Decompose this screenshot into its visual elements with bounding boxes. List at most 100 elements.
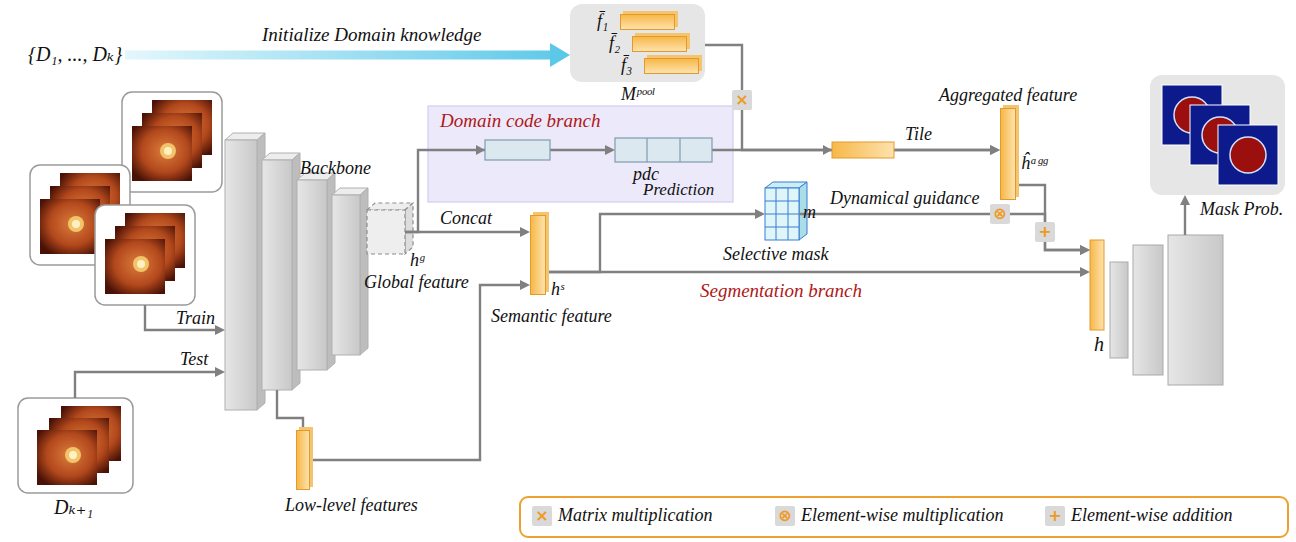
connector-line bbox=[405, 150, 606, 232]
backbone-blocks bbox=[225, 140, 257, 410]
caption-label: Backbone bbox=[300, 158, 371, 179]
symbol-label: m bbox=[803, 202, 816, 223]
math-label: {D₁, ..., Dₖ} bbox=[28, 43, 122, 66]
mask-panel bbox=[1150, 75, 1285, 195]
caption-label: Selective mask bbox=[723, 244, 828, 265]
prediction-cells bbox=[615, 138, 712, 162]
prototype-bar: f̄₁ bbox=[620, 14, 675, 30]
code-vector bbox=[485, 140, 550, 160]
prototype-bar: f̄₃ bbox=[644, 58, 699, 74]
arrow-head bbox=[215, 367, 225, 377]
edge-label: Concat bbox=[440, 208, 492, 229]
backbone-blocks bbox=[332, 195, 360, 355]
training-stack bbox=[95, 205, 195, 305]
caption-label: Aggregated feature bbox=[939, 85, 1077, 106]
backbone: Backbone hᵍGlobal feature bbox=[225, 140, 410, 410]
prototype-label: f̄₃ bbox=[621, 55, 632, 76]
domain-code-panel: Domain code branch pdcPrediction bbox=[428, 106, 733, 202]
train-arrow bbox=[215, 325, 225, 335]
caption-label: Low-level features bbox=[285, 495, 418, 516]
connector-line bbox=[75, 372, 216, 398]
dashed-cube bbox=[405, 203, 413, 254]
decoder-blocks bbox=[1168, 235, 1223, 385]
decoder-blocks bbox=[1110, 262, 1128, 358]
prediction-cells bbox=[679, 138, 680, 162]
arrow-head bbox=[1080, 245, 1090, 255]
training-stack bbox=[132, 126, 192, 181]
global-feature: hᵍGlobal feature bbox=[367, 210, 405, 254]
test-domain: Dₖ₊₁ bbox=[18, 398, 133, 493]
prediction-vector: pdcPrediction bbox=[615, 138, 712, 162]
backbone-blocks bbox=[360, 188, 368, 355]
math-label: Dₖ₊₁ bbox=[54, 496, 93, 519]
decoder-blocks bbox=[1090, 235, 1223, 385]
arrow-head bbox=[1080, 267, 1090, 277]
edge-label: Dynamical guidance bbox=[830, 188, 979, 209]
symbol-label: ĥᵃᵍᵍ bbox=[1021, 153, 1047, 174]
operator-symbol: + bbox=[1035, 222, 1055, 242]
legend-text: Element-wise addition bbox=[1071, 505, 1232, 526]
connector-line bbox=[405, 231, 521, 233]
test-stack bbox=[37, 430, 97, 485]
train-arrow bbox=[145, 305, 216, 330]
selective-mask: mSelective mask bbox=[765, 188, 799, 240]
decoder-blocks bbox=[1090, 240, 1104, 330]
caption-label: Prediction bbox=[643, 180, 714, 200]
symbol-label: h bbox=[1094, 333, 1104, 356]
mask-grid bbox=[765, 188, 799, 240]
memory-pool: Mᵖᵒᵒˡf̄₁f̄₂f̄₃ bbox=[570, 4, 705, 82]
annotation: Train bbox=[176, 308, 215, 329]
semantic-feature: hˢSemantic feature bbox=[530, 215, 546, 295]
init-arrow bbox=[125, 43, 570, 67]
mask-prob-panel: Mask Prob. bbox=[1150, 75, 1285, 195]
caption-label: Semantic feature bbox=[491, 306, 612, 327]
prediction-cells bbox=[646, 138, 647, 162]
training-stack bbox=[40, 199, 100, 254]
arrow-head bbox=[990, 145, 1000, 155]
arrow-head bbox=[990, 145, 1000, 155]
mask-panel bbox=[1230, 137, 1266, 173]
branch-panel bbox=[428, 106, 733, 202]
backbone-blocks bbox=[262, 160, 292, 390]
aggregated-feature: Aggregated featureĥᵃᵍᵍ bbox=[1000, 108, 1016, 200]
low-level-feature: Low-level features bbox=[296, 430, 310, 490]
weighted-vector bbox=[832, 142, 894, 158]
training-stack bbox=[122, 92, 222, 192]
arrow-head bbox=[755, 209, 765, 219]
branch-title: Domain code branch bbox=[440, 110, 600, 132]
mask-grid bbox=[765, 214, 799, 215]
caption-label: Global feature bbox=[364, 272, 469, 293]
training-stack bbox=[95, 205, 195, 305]
mask-grid bbox=[765, 227, 799, 228]
test-stack bbox=[18, 398, 133, 493]
connector-line bbox=[1016, 185, 1081, 250]
arrow-head bbox=[823, 145, 832, 155]
edge-label: Tile bbox=[905, 124, 932, 145]
connector bbox=[405, 227, 530, 237]
connector bbox=[75, 367, 225, 398]
prototype-label: f̄₁ bbox=[597, 11, 608, 32]
decoder: h bbox=[1090, 235, 1225, 385]
backbone-blocks bbox=[297, 180, 327, 370]
decoder-blocks bbox=[1133, 245, 1163, 375]
mask-grid bbox=[765, 182, 807, 240]
pool-label: Mᵖᵒᵒˡ bbox=[621, 84, 654, 105]
symbol-label: hˢ bbox=[551, 279, 564, 300]
arrow-head bbox=[1080, 245, 1090, 255]
arrow-head bbox=[550, 43, 570, 67]
training-stack bbox=[105, 239, 165, 294]
prototype-bar: f̄₂ bbox=[632, 36, 687, 52]
legend-text: Element-wise multiplication bbox=[801, 505, 1003, 526]
connector bbox=[1180, 195, 1190, 235]
mask-grid bbox=[765, 201, 799, 202]
connector bbox=[546, 267, 1090, 277]
symbol-label: hᵍ bbox=[410, 250, 424, 271]
legend-frame bbox=[520, 497, 1288, 537]
mask-panel bbox=[1150, 75, 1285, 195]
arrow-head bbox=[520, 280, 530, 290]
domain-set: {D₁, ..., Dₖ} bbox=[28, 43, 125, 69]
connector bbox=[1016, 185, 1090, 255]
train-arrow bbox=[145, 305, 225, 335]
